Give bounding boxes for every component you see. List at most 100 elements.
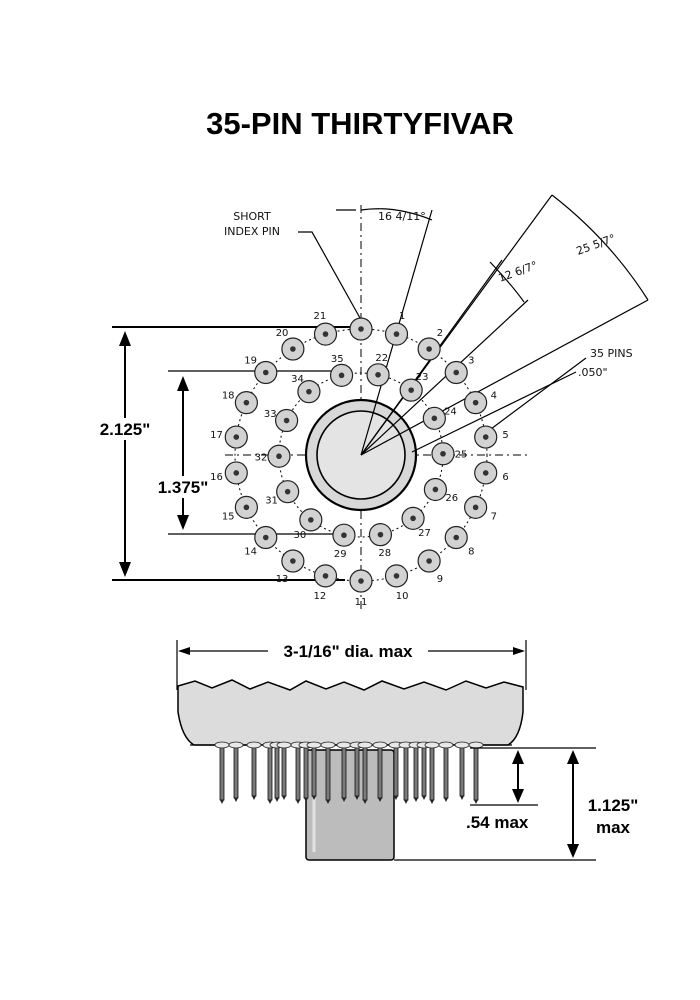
pin-center-dot <box>233 470 240 476</box>
pin-center-dot <box>341 532 347 539</box>
pin-number-label: 19 <box>244 355 257 366</box>
side-pin-eyelet <box>438 741 454 749</box>
pin-32: 32 <box>255 444 291 468</box>
pin-2: 2 <box>417 328 443 361</box>
side-pin-tip <box>282 796 286 800</box>
side-pin <box>311 744 317 797</box>
pin-center-dot <box>243 399 250 406</box>
pin-number-label: 33 <box>264 409 277 420</box>
pin-center-dot <box>426 558 432 564</box>
short-pin-leader <box>298 231 361 319</box>
pin-19: 19 <box>244 355 278 385</box>
side-pin <box>303 744 309 799</box>
pin-number-label: 27 <box>418 528 431 539</box>
pin-23: 23 <box>399 372 429 402</box>
pin-5: 5 <box>474 425 509 449</box>
pin-11: 11 <box>349 569 373 608</box>
side-pin-tip <box>404 800 408 804</box>
pin-number-label: 3 <box>468 355 474 366</box>
pin-center-dot <box>262 534 269 541</box>
height-arrow-bottom <box>567 844 579 858</box>
side-pin-tip <box>326 800 330 804</box>
side-pin-eyelet <box>214 741 230 749</box>
pin-number-label: 16 <box>210 472 223 483</box>
side-pin <box>219 744 225 801</box>
pin-30: 30 <box>293 508 323 541</box>
pin-center-dot <box>284 488 291 495</box>
pin-center-dot <box>431 415 438 422</box>
pin-center-dot <box>290 346 296 352</box>
pin-29: 29 <box>332 523 356 560</box>
outer-dim-arrow-top <box>119 331 131 346</box>
pin-number-label: 9 <box>437 574 443 585</box>
pin-28: 28 <box>368 523 393 559</box>
pin-center-dot <box>358 578 364 584</box>
side-pin-eyelet <box>276 741 292 749</box>
insert-body <box>177 679 524 746</box>
pin-34: 34 <box>291 374 321 404</box>
pin-number-label: 5 <box>502 430 508 441</box>
pin-number-label: 1 <box>399 311 405 322</box>
angle-arc-mid <box>489 261 525 303</box>
pin-center-dot <box>283 417 290 424</box>
pin-1: 1 <box>384 311 409 346</box>
pin-number-label: 14 <box>244 547 257 558</box>
side-pin <box>251 744 257 797</box>
pin-center-dot <box>322 331 329 337</box>
pin-24: 24 <box>422 406 457 430</box>
pin-12: 12 <box>313 564 338 602</box>
outer-dim-label: 2.125" <box>100 420 151 439</box>
pin-number-label: 22 <box>375 353 388 364</box>
pin-center-dot <box>408 387 414 393</box>
side-pin-tip <box>252 796 256 800</box>
pin-number-label: 20 <box>276 328 289 339</box>
side-pin-tip <box>430 800 434 804</box>
side-pin-tip <box>460 796 464 800</box>
pin-17: 17 <box>210 425 248 449</box>
side-pin-eyelet <box>306 741 322 749</box>
pin-number-label: 28 <box>378 548 391 559</box>
pins-leader-1 <box>486 357 587 433</box>
pin-number-label: 15 <box>222 512 235 523</box>
angle-ray-4 <box>360 299 529 456</box>
diagram-title: 35-PIN THIRTYFIVAR <box>206 106 514 141</box>
side-pin <box>233 744 239 799</box>
pin-center-dot <box>290 558 296 564</box>
pin-center-dot <box>453 534 460 541</box>
side-pin <box>377 744 383 799</box>
side-pin-tip <box>363 800 367 804</box>
side-pin-tip <box>268 800 272 804</box>
pin-center-dot <box>276 453 282 460</box>
pins-layer: 1234567891011121314151617181920212223242… <box>210 311 509 608</box>
side-pin <box>281 744 287 797</box>
short-pin-label-line2: INDEX PIN <box>224 225 280 238</box>
pin-26: 26 <box>423 477 458 504</box>
pin-center-dot <box>377 531 384 538</box>
outer-dim-arrow-bottom <box>119 562 131 577</box>
side-pin-tip <box>234 798 238 802</box>
pin-len-arrow-bottom <box>512 789 524 803</box>
pin-center-dot <box>472 504 479 511</box>
inner-dim-label-bg <box>148 476 218 498</box>
pin-20: 20 <box>276 328 305 361</box>
pin-center-dot <box>306 388 312 395</box>
pins-leader-2 <box>411 371 577 453</box>
diameter-label: 3-1/16" dia. max <box>283 642 413 661</box>
pin-13: 13 <box>276 549 305 585</box>
pin-number-label: 32 <box>255 452 268 463</box>
pin-8: 8 <box>444 525 475 558</box>
pin-number-label: 13 <box>276 574 289 585</box>
side-pin-tip <box>378 798 382 802</box>
pin-18: 18 <box>222 390 258 415</box>
angle-arc-small <box>360 208 433 221</box>
pin-4: 4 <box>464 390 497 415</box>
side-pin-eyelet <box>424 741 440 749</box>
pin-6: 6 <box>474 461 509 485</box>
pin-center-dot <box>453 369 460 376</box>
pin-number-label: 11 <box>355 597 368 608</box>
side-pin <box>403 744 409 801</box>
top-view: 16 4/11° 12 6/7° 25 5/7° SHORT INDEX PIN… <box>90 194 649 612</box>
side-pin-eyelet <box>468 741 484 749</box>
side-pin-tip <box>444 798 448 802</box>
